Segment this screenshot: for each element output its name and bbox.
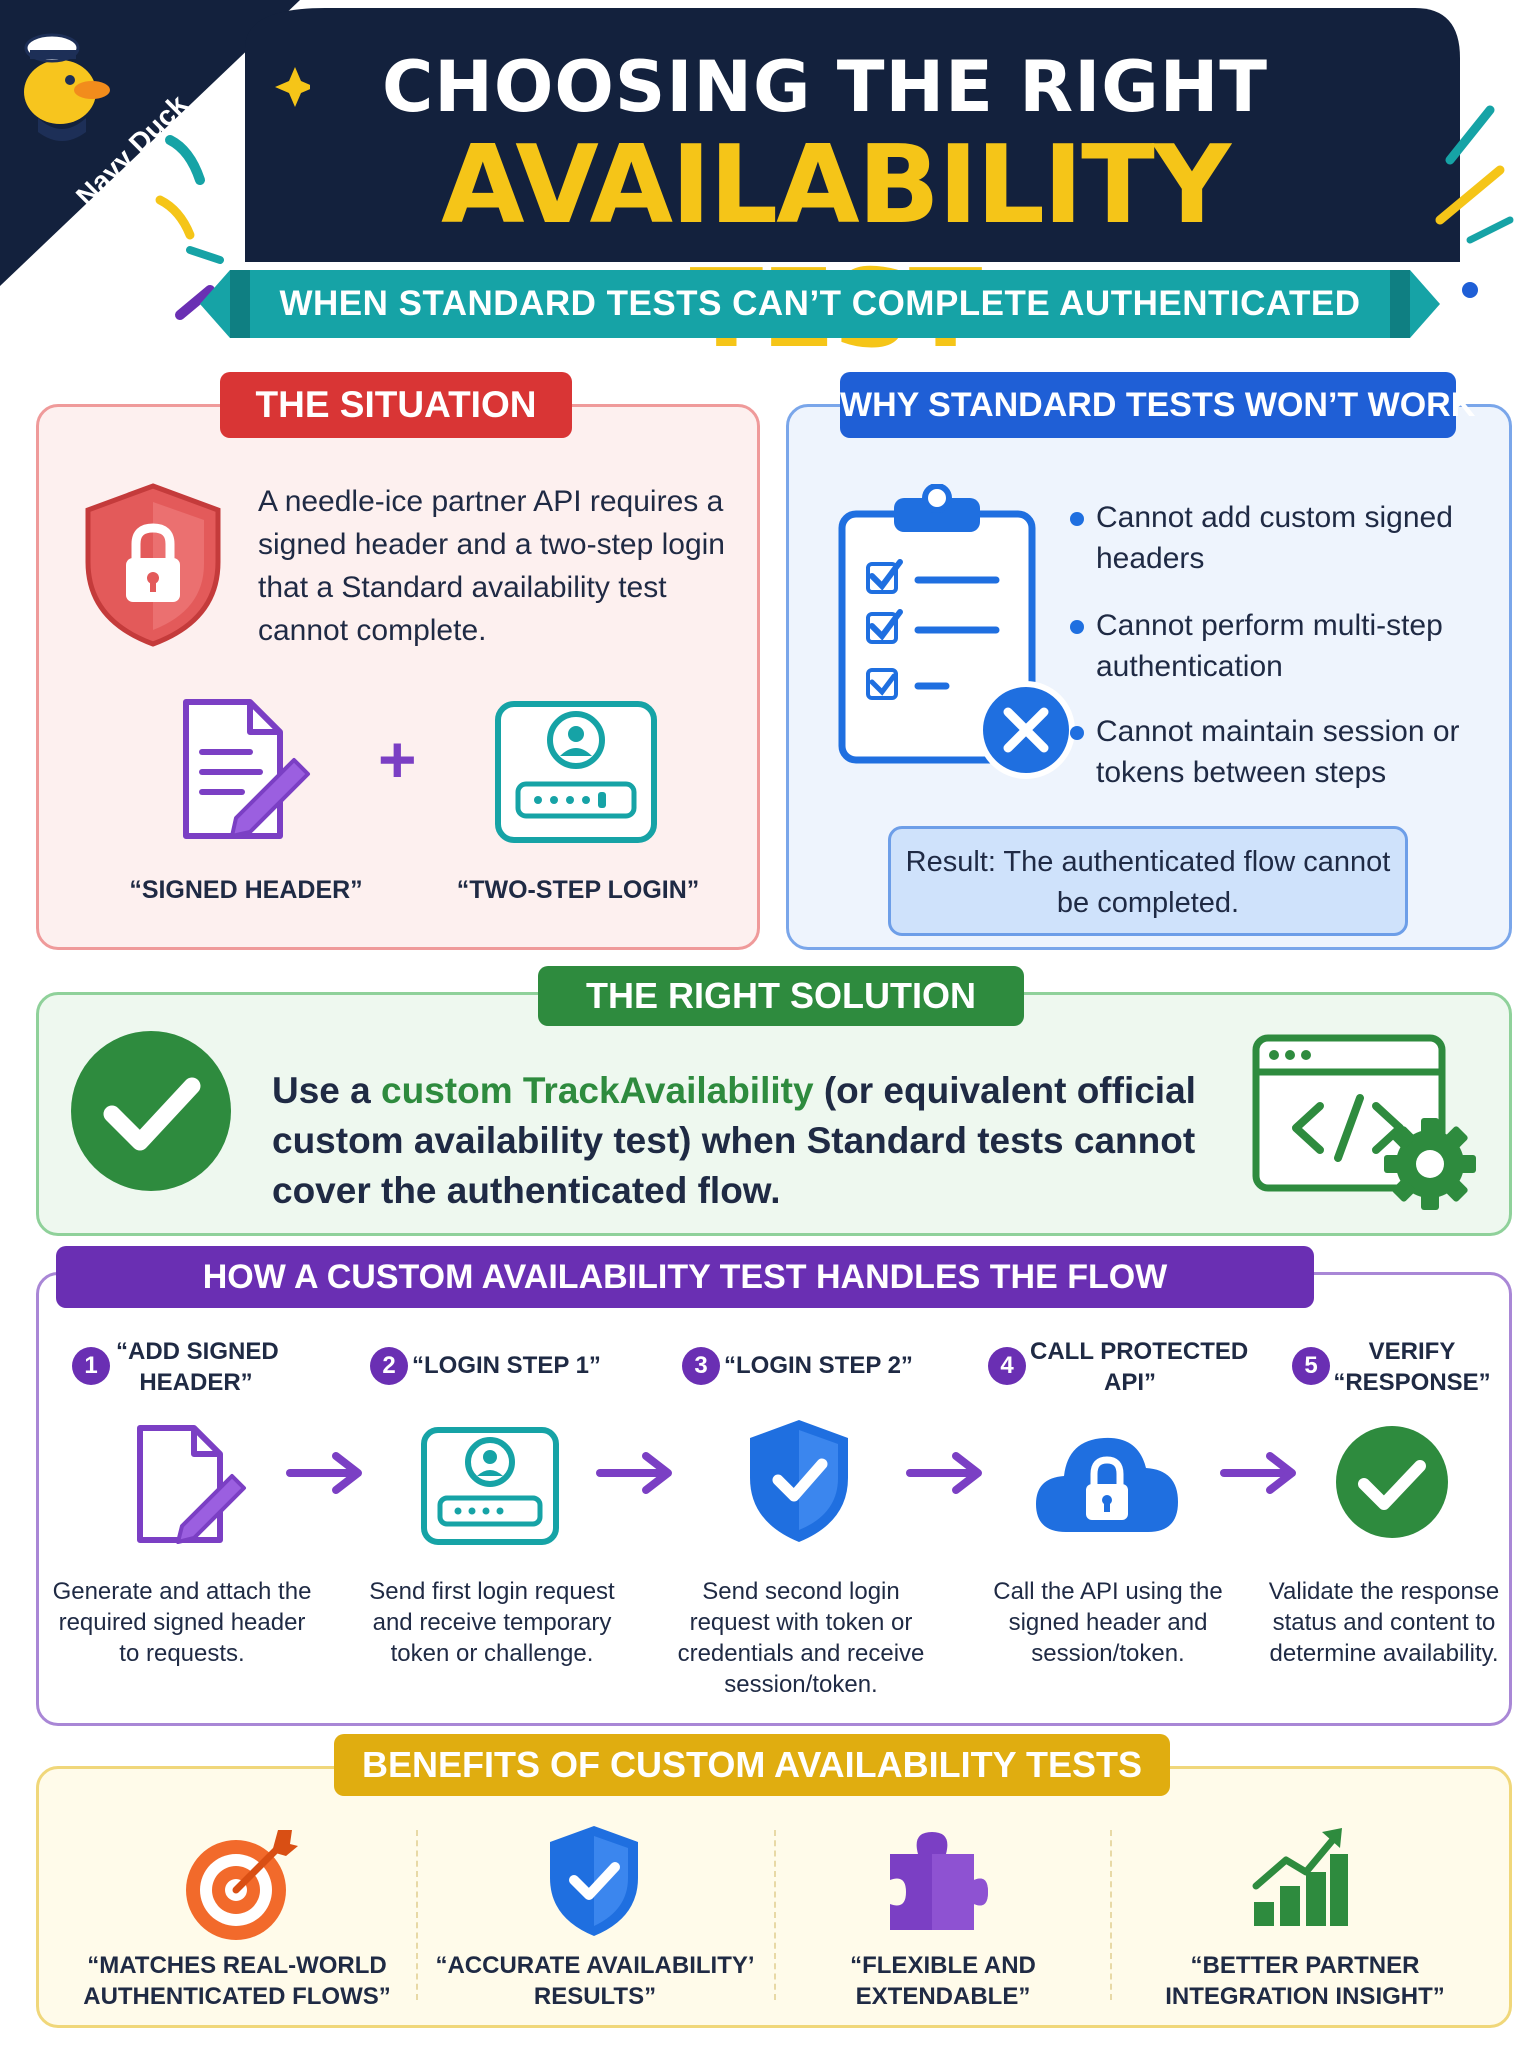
shield-check-icon bbox=[550, 1826, 638, 1936]
growth-chart-icon bbox=[1252, 1828, 1348, 1926]
step-5-title: VERIFY“RESPONSE” bbox=[1333, 1338, 1491, 1396]
cloud-lock-icon bbox=[1036, 1437, 1178, 1532]
why-bullet-3: Cannot maintain session or tokens betwee… bbox=[1096, 715, 1460, 789]
step-5-description: Validate the response status and content… bbox=[1268, 1578, 1500, 1667]
confetti-decoration-right bbox=[1435, 105, 1514, 298]
bullet-dot bbox=[1070, 726, 1084, 740]
shield-lock-icon bbox=[85, 483, 221, 647]
clipboard-x-icon bbox=[838, 484, 1075, 779]
arrow-right-icon bbox=[906, 1452, 982, 1494]
benefit-3-label: “FLEXIBLE AND EXTENDABLE” bbox=[850, 1952, 1036, 2010]
benefit-2-label: “ACCURATE AVAILABILITY’ RESULTS” bbox=[435, 1952, 755, 2010]
step-2-number: 2 bbox=[370, 1347, 408, 1385]
login-card-icon bbox=[421, 1427, 559, 1545]
benefit-4-label: “BETTER PARTNER INTEGRATION INSIGHT” bbox=[1165, 1952, 1445, 2010]
arrow-right-icon bbox=[286, 1452, 362, 1494]
target-icon bbox=[186, 1830, 298, 1940]
step-1-description: Generate and attach the required signed … bbox=[52, 1578, 312, 1667]
benefits-heading: BENEFITS OF CUSTOM AVAILABILITY TESTS bbox=[334, 1734, 1170, 1796]
how-heading: HOW A CUSTOM AVAILABILITY TEST HANDLES T… bbox=[56, 1246, 1314, 1308]
step-1-number: 1 bbox=[72, 1347, 110, 1385]
duck-mascot-icon bbox=[24, 33, 110, 141]
step-3-description: Send second login request with token or … bbox=[677, 1578, 925, 1698]
bullet-dot bbox=[1070, 620, 1084, 634]
why-bullet-2: Cannot perform multi-step authentication bbox=[1096, 609, 1443, 683]
bullet-dot bbox=[1070, 512, 1084, 526]
benefit-divider bbox=[1110, 1830, 1112, 2000]
step-2-title: “LOGIN STEP 1” bbox=[412, 1352, 601, 1379]
plus-sign: + bbox=[378, 722, 417, 796]
header-banner bbox=[245, 8, 1460, 262]
situation-heading: THE SITUATION bbox=[220, 372, 572, 438]
check-circle-icon bbox=[71, 1031, 231, 1191]
step-4-number: 4 bbox=[988, 1347, 1026, 1385]
page-title-line1: CHOOSING THE RIGHT bbox=[381, 46, 1269, 128]
mascot-corner-banner bbox=[0, 0, 300, 286]
signed-header-caption: “SIGNED HEADER” bbox=[129, 876, 363, 904]
benefit-1-label: “MATCHES REAL-WORLD AUTHENTICATED FLOWS” bbox=[83, 1952, 391, 2010]
puzzle-icon bbox=[890, 1832, 988, 1930]
shield-check-icon bbox=[750, 1420, 848, 1542]
step-5-number: 5 bbox=[1292, 1347, 1330, 1385]
solution-text-post: (or equivalent official custom availabil… bbox=[272, 1070, 1196, 1211]
situation-description: A needle-ice partner API requires a sign… bbox=[258, 485, 725, 647]
arrow-right-icon bbox=[596, 1452, 672, 1494]
solution-text: Use a custom TrackAvailability (or equiv… bbox=[272, 1066, 1222, 1216]
solution-heading: THE RIGHT SOLUTION bbox=[538, 966, 1024, 1026]
page-subtitle: WHEN STANDARD TESTS CAN’T COMPLETE AUTHE… bbox=[279, 284, 1361, 387]
step-4-description: Call the API using the signed header and… bbox=[993, 1578, 1223, 1667]
why-bullet-1: Cannot add custom signed headers bbox=[1096, 501, 1453, 575]
solution-text-pre: Use a bbox=[272, 1070, 382, 1111]
benefit-divider bbox=[774, 1830, 776, 2000]
solution-text-highlight: custom TrackAvailability bbox=[381, 1070, 814, 1111]
step-3-number: 3 bbox=[682, 1347, 720, 1385]
confetti-decoration bbox=[155, 67, 310, 320]
result-callout: Result: The authenticated flow cannot be… bbox=[888, 826, 1408, 936]
step-2-description: Send first login request and receive tem… bbox=[369, 1578, 615, 1667]
benefit-divider bbox=[416, 1830, 418, 2000]
subtitle-ribbon bbox=[200, 270, 1440, 338]
check-circle-icon bbox=[1336, 1426, 1448, 1538]
signed-document-icon bbox=[183, 699, 310, 839]
login-card-icon bbox=[495, 701, 657, 843]
step-3-title: “LOGIN STEP 2” bbox=[724, 1352, 913, 1379]
two-step-login-caption: “TWO-STEP LOGIN” bbox=[456, 876, 700, 904]
document-pen-icon bbox=[137, 1425, 246, 1544]
arrow-right-icon bbox=[1220, 1452, 1296, 1494]
why-heading: WHY STANDARD TESTS WON’T WORK bbox=[840, 372, 1475, 438]
code-window-gear-icon bbox=[1252, 1034, 1476, 1210]
